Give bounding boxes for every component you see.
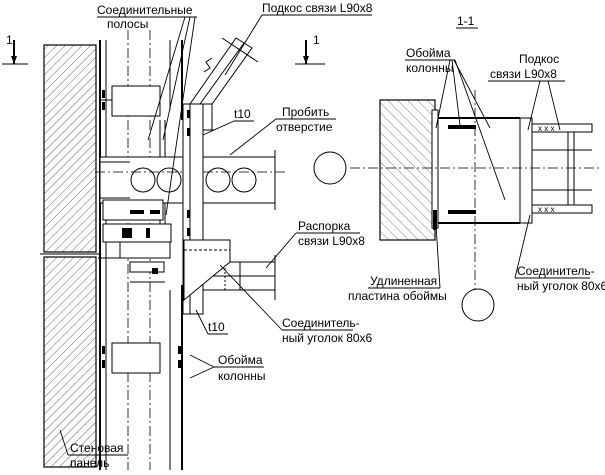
svg-text:x x x: x x x <box>538 124 554 133</box>
section-mark-right: 1 <box>295 33 325 65</box>
label-t10-lower: t10 <box>208 320 225 334</box>
wall-panel-upper <box>43 44 97 253</box>
label-brace-right: Подкос <box>519 52 559 66</box>
label-connecting-strips: Соединительные <box>97 3 193 17</box>
label-connecting-strips-2: полосы <box>107 17 148 31</box>
label-punch-hole-2: отверстие <box>276 120 333 134</box>
section-mark-right-label: 1 <box>313 33 320 47</box>
brace-section: x x x x x x <box>519 117 593 224</box>
label-connecting-angle-right: Соединитель- <box>517 264 595 278</box>
column-clip-upper <box>111 85 161 117</box>
svg-text:x x x: x x x <box>538 205 554 214</box>
label-punch-hole: Пробить <box>282 105 329 119</box>
label-strut-2: связи L90x8 <box>298 234 365 248</box>
label-brace-top: Подкос связи L90x8 <box>262 1 373 15</box>
wall-panel-lower <box>43 256 97 468</box>
section-title: 1-1 <box>457 14 475 28</box>
label-extended-plate: Удлиненная <box>370 274 437 288</box>
section-mark-left-label: 1 <box>6 33 13 47</box>
label-column-clip-left-2: колонны <box>218 369 265 383</box>
left-elevation: 1 1 Соединительные полосы Подкос связи L… <box>2 1 373 470</box>
label-connecting-angle-right-2: ный уголок 80x6 <box>517 279 605 293</box>
axis-marker-left <box>313 151 347 185</box>
axis-marker-bottom <box>461 288 495 322</box>
column-section <box>379 99 436 241</box>
annotations-left: Соединительные полосы Подкос связи L90x8… <box>59 1 373 470</box>
label-column-clip-left: Обойма <box>218 353 263 367</box>
label-column-clip-right: Обойма <box>406 46 451 60</box>
label-connecting-angle-left-2: ный уголок 80x6 <box>282 331 373 345</box>
section-1-1: 1-1 x x x x x x Обойма кол <box>313 14 605 322</box>
label-brace-right-2: связи L90x8 <box>490 67 557 81</box>
label-t10-upper: t10 <box>234 107 251 121</box>
section-mark-left: 1 <box>2 33 28 65</box>
label-wall-panel-2: панель <box>70 456 109 470</box>
label-extended-plate-2: пластина обоймы <box>348 289 447 303</box>
label-column-clip-right-2: колонны <box>406 61 453 75</box>
label-wall-panel: Стеновая <box>70 441 123 455</box>
label-connecting-angle-left: Соединитель- <box>282 316 360 330</box>
column-clip-lower <box>111 342 161 374</box>
label-strut: Распорка <box>298 219 351 233</box>
